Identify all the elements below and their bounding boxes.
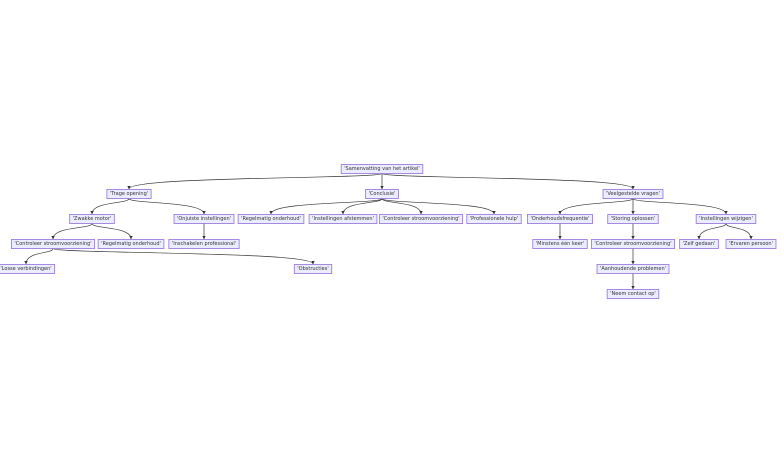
- node-n2b: 'Instellingen afstemmen': [308, 214, 378, 224]
- node-box: [365, 189, 399, 199]
- node-n2: 'Conclusie': [365, 189, 399, 199]
- node-box: [0, 264, 56, 274]
- node-label: 'Controleer stroomvoorziening': [382, 216, 459, 222]
- node-box: [69, 214, 115, 224]
- node-n1b1: 'Inschakelen professional': [168, 239, 240, 249]
- edge-n1a-n1a2: [91, 223, 133, 240]
- node-box: [168, 239, 240, 249]
- node-label: 'Inschakelen professional': [172, 241, 236, 247]
- node-box: [340, 164, 424, 174]
- node-n1b: 'Onjuiste instellingen': [173, 214, 235, 224]
- node-label: 'Onderhoudsfrequentie': [530, 216, 589, 222]
- node-n3: 'Veelgestelde vragen': [602, 189, 664, 199]
- node-n2d: 'Professionele hulp': [466, 214, 522, 224]
- node-box: [173, 214, 235, 224]
- node-n1a: 'Zwakke motor': [69, 214, 115, 224]
- node-label: 'Ervaren persoon': [729, 241, 773, 247]
- node-box: [527, 214, 593, 224]
- edge-n1a-n1a1: [51, 223, 93, 240]
- node-n3a: 'Onderhoudsfrequentie': [527, 214, 593, 224]
- node-n3b: 'Storing oplossen': [607, 214, 659, 224]
- node-label: 'Samenvatting van het artikel': [344, 166, 420, 172]
- edge-n3c-n3c2: [725, 223, 753, 240]
- node-label: 'Controleer stroomvoorziening': [14, 241, 91, 247]
- node-box: [106, 189, 152, 199]
- node-label: 'Zelf gedaan': [683, 241, 716, 247]
- edge-root-n3: [381, 173, 635, 190]
- node-label: 'Obstructies': [297, 266, 328, 272]
- node-n2c: 'Controleer stroomvoorziening': [378, 214, 464, 224]
- node-label: 'Aanhoudende problemen': [600, 266, 666, 272]
- edge-n1-n1a: [90, 198, 130, 215]
- edge-n3-n3a: [558, 198, 634, 215]
- node-box: [237, 214, 305, 224]
- node-n2a: 'Regelmatig onderhoud': [237, 214, 305, 224]
- node-box: [378, 214, 464, 224]
- node-n1a1a: 'Losse verbindingen': [0, 264, 56, 274]
- node-label: 'Regelmatig onderhoud': [101, 241, 161, 247]
- node-box: [10, 239, 96, 249]
- node-box: [293, 264, 333, 274]
- node-label: 'Conclusie': [369, 191, 396, 197]
- node-root: 'Samenvatting van het artikel': [340, 164, 424, 174]
- node-n3a1: 'Minstens één keer': [532, 239, 588, 249]
- node-n3c2: 'Ervaren persoon': [725, 239, 777, 249]
- edge-n2-n2d: [381, 198, 496, 215]
- node-n3c: 'Instellingen wijzigen': [695, 214, 757, 224]
- node-n1a1b: 'Obstructies': [293, 264, 333, 274]
- edge-n2-n2b: [341, 198, 383, 215]
- node-n3b1: 'Controleer stroomvoorziening': [590, 239, 676, 249]
- node-box: [596, 264, 670, 274]
- node-n3b1a1: 'Neem contact op': [606, 289, 660, 299]
- node-n3c1: 'Zelf gedaan': [679, 239, 719, 249]
- node-label: 'Neem contact op': [610, 291, 656, 297]
- node-label: 'Veelgestelde vragen': [606, 191, 660, 197]
- node-box: [308, 214, 378, 224]
- node-label: 'Storing oplossen': [611, 216, 655, 222]
- node-n1a1: 'Controleer stroomvoorziening': [10, 239, 96, 249]
- edge-n3c-n3c1: [697, 223, 727, 240]
- node-box: [602, 189, 664, 199]
- node-box: [725, 239, 777, 249]
- node-box: [466, 214, 522, 224]
- edge-n1a1-n1a1a: [24, 248, 54, 265]
- node-label: 'Professionele hulp': [470, 216, 518, 222]
- node-box: [532, 239, 588, 249]
- edge-n1-n1b: [128, 198, 206, 215]
- node-label: 'Zwakke motor': [73, 216, 112, 222]
- edge-n1a1-n1a1b: [52, 248, 315, 265]
- node-n1: 'Trage opening': [106, 189, 152, 199]
- nodes-layer: 'Samenvatting van het artikel' 'Trage ope…: [0, 164, 777, 299]
- node-label: 'Instellingen afstemmen': [312, 216, 374, 222]
- node-label: 'Regelmatig onderhoud': [241, 216, 301, 222]
- node-label: 'Trage opening': [110, 191, 148, 197]
- edge-n3-n3c: [632, 198, 728, 215]
- node-label: 'Instellingen wijzigen': [699, 216, 753, 222]
- node-box: [695, 214, 757, 224]
- node-n3b1a: 'Aanhoudende problemen': [596, 264, 670, 274]
- edge-root-n1: [127, 173, 383, 190]
- node-box: [607, 214, 659, 224]
- node-label: 'Losse verbindingen': [0, 266, 51, 272]
- node-n1a2: 'Regelmatig onderhoud': [97, 239, 165, 249]
- node-box: [97, 239, 165, 249]
- edge-n2-n2a: [269, 198, 383, 215]
- node-box: [679, 239, 719, 249]
- node-label: 'Controleer stroomvoorziening': [594, 241, 671, 247]
- edge-n2-n2c: [381, 198, 423, 215]
- node-label: 'Onjuiste instellingen': [177, 216, 231, 222]
- node-box: [606, 289, 660, 299]
- node-label: 'Minstens één keer': [536, 240, 584, 247]
- node-box: [590, 239, 676, 249]
